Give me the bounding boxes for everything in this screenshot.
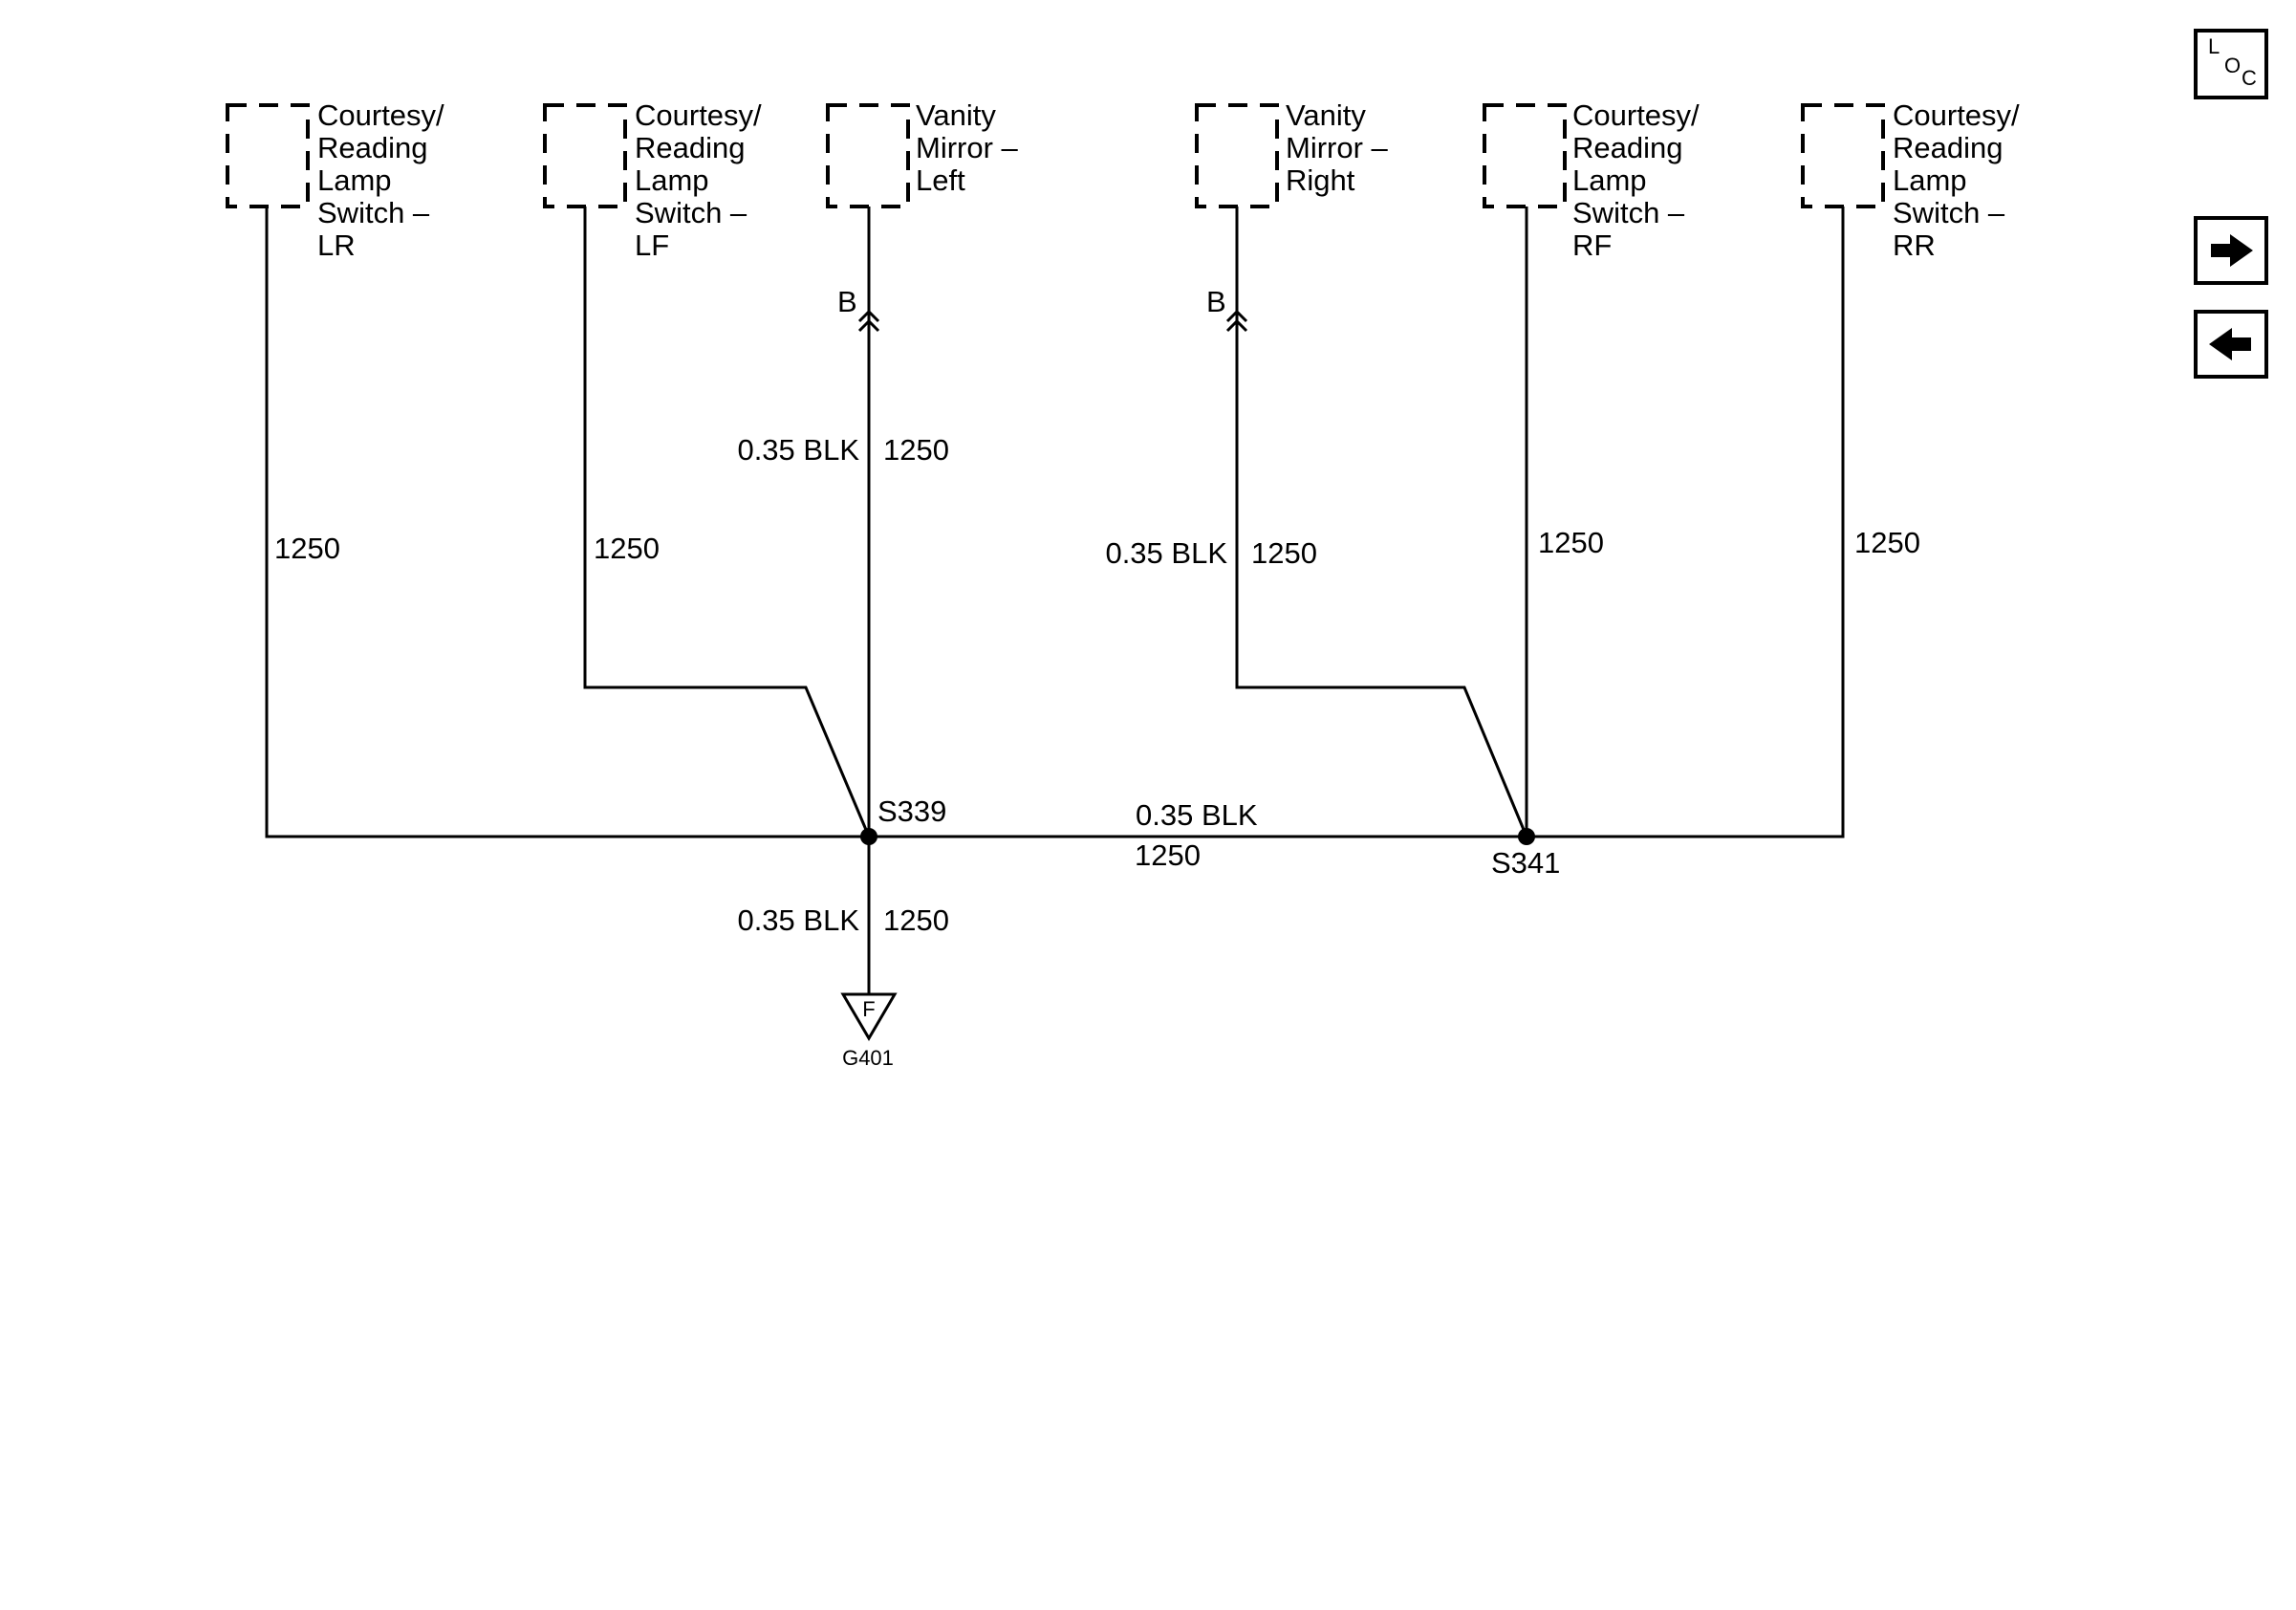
loc-icon-o: O — [2224, 54, 2241, 77]
next-page-button[interactable] — [2194, 216, 2268, 285]
wire-gauge-bus: 0.35 BLK — [1136, 798, 1258, 832]
wire-circuit-bus: 1250 — [1135, 838, 1201, 872]
ground-icon — [840, 992, 898, 1041]
wire-circuit-vanity-right: 1250 — [1251, 536, 1317, 570]
component-box-vanity-left — [826, 103, 910, 208]
loc-icon-l: L — [2208, 34, 2220, 58]
ground-terminal-label: F — [862, 997, 875, 1021]
wire-circuit-rf: 1250 — [1538, 526, 1604, 559]
component-label-lr: Courtesy/ Reading Lamp Switch – LR — [317, 98, 452, 262]
component-label-vanity-right: Vanity Mirror – Right — [1286, 98, 1396, 197]
wire-vanity-right — [1235, 207, 1528, 838]
wire-circuit-ground: 1250 — [883, 903, 949, 937]
component-box-lf — [543, 103, 627, 208]
wire-gauge-vanity-left: 0.35 BLK — [737, 433, 859, 467]
connector-vanity-left — [857, 309, 880, 333]
component-box-vanity-right — [1195, 103, 1279, 208]
arrow-left-icon — [2209, 328, 2251, 360]
loc-button-frame — [2194, 29, 2268, 99]
component-label-rf: Courtesy/ Reading Lamp Switch – RF — [1572, 98, 1707, 262]
splice-label-s341: S341 — [1491, 846, 1560, 880]
wire-gauge-ground: 0.35 BLK — [737, 903, 859, 937]
connector-label-vanity-left: B — [837, 285, 857, 318]
arrow-right-icon — [2211, 234, 2253, 267]
wire-circuit-rr: 1250 — [1854, 526, 1920, 559]
connector-vanity-right — [1225, 309, 1248, 333]
wire-outer-loop — [265, 207, 1845, 838]
wire-lf — [583, 207, 871, 838]
splice-label-s339: S339 — [877, 794, 946, 828]
wire-circuit-lr: 1250 — [274, 532, 340, 565]
loc-button[interactable]: L O C — [2194, 29, 2268, 99]
prev-page-button[interactable] — [2194, 310, 2268, 379]
loc-icon-c: C — [2242, 66, 2257, 90]
splice-dot-s341 — [1518, 828, 1535, 845]
wire-gauge-vanity-right: 0.35 BLK — [1105, 536, 1227, 570]
component-label-lf: Courtesy/ Reading Lamp Switch – LF — [635, 98, 769, 262]
prev-page-button-frame — [2194, 310, 2268, 379]
loc-icon: L O C — [2208, 34, 2257, 90]
splice-dot-s339 — [860, 828, 877, 845]
connector-label-vanity-right: B — [1206, 285, 1226, 318]
wire-circuit-lf: 1250 — [594, 532, 660, 565]
ground-label: G401 — [842, 1046, 894, 1070]
component-box-rf — [1483, 103, 1567, 208]
wire-circuit-vanity-left: 1250 — [883, 433, 949, 467]
component-box-lr — [226, 103, 310, 208]
component-box-rr — [1801, 103, 1885, 208]
component-label-vanity-left: Vanity Mirror – Left — [916, 98, 1026, 197]
component-label-rr: Courtesy/ Reading Lamp Switch – RR — [1893, 98, 2027, 262]
